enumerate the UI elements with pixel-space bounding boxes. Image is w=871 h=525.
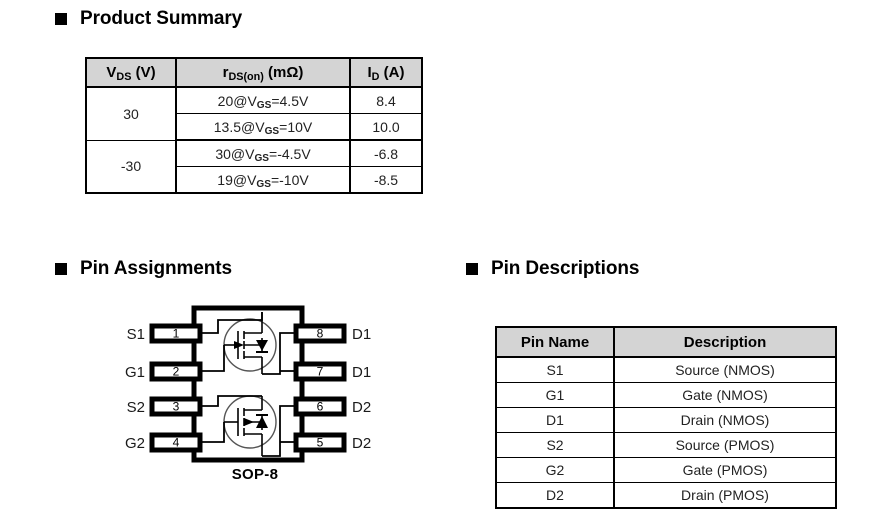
pin-number-8: 8 (317, 327, 324, 341)
cell-pin-name: S1 (495, 356, 615, 383)
page-title-product-summary: Product Summary (80, 8, 243, 29)
pin-label-d2-bottom: D2 (352, 435, 371, 452)
section-heading-pin-descriptions: Pin Descriptions (466, 258, 639, 280)
cell-description: Source (PMOS) (613, 432, 837, 458)
cell-rds-on: 13.5@VGS=10V (175, 113, 351, 141)
table-row: D2 Drain (PMOS) (495, 482, 837, 509)
cell-vds: 30 (85, 86, 177, 141)
pin-lead-3: 3 (149, 396, 203, 417)
pin-number-6: 6 (317, 400, 324, 414)
pin-lead-5: 5 (293, 432, 347, 453)
pin-lead-7: 7 (293, 361, 347, 382)
pin-label-d2-top: D2 (352, 399, 371, 416)
pin-number-4: 4 (173, 436, 180, 450)
table-row: 13.5@VGS=10V 10.0 (86, 113, 423, 141)
square-bullet-icon (466, 263, 478, 275)
cell-description: Gate (NMOS) (613, 382, 837, 408)
pin-number-7: 7 (317, 365, 324, 379)
pin-descriptions-table: Pin Name Description S1 Source (NMOS) G1… (495, 326, 837, 509)
cell-description: Drain (PMOS) (613, 482, 837, 509)
cell-id: -8.5 (349, 166, 423, 194)
square-bullet-icon (55, 13, 67, 25)
cell-rds-on: 30@VGS=-4.5V (175, 139, 351, 167)
cell-id: 8.4 (349, 86, 423, 114)
pin-lead-1: 1 (149, 323, 203, 344)
table-row: D1 Drain (NMOS) (495, 407, 837, 433)
package-name-label: SOP-8 (231, 466, 279, 483)
product-summary-table: VDS (V) rDS(on) (mΩ) ID (A) 30 20@VGS=4.… (85, 57, 423, 194)
pin-number-5: 5 (317, 436, 324, 450)
page-title-pin-assignments: Pin Assignments (80, 258, 232, 279)
cell-pin-name: G2 (495, 457, 615, 483)
cell-description: Gate (PMOS) (613, 457, 837, 483)
cell-id: 10.0 (349, 113, 423, 141)
pin-lead-2: 2 (149, 361, 203, 382)
cell-vds: -30 (85, 139, 177, 194)
page-title-pin-descriptions: Pin Descriptions (491, 258, 640, 279)
cell-pin-name: D1 (495, 407, 615, 433)
pin-label-s1: S1 (127, 326, 145, 343)
section-heading-product-summary: Product Summary (55, 8, 242, 30)
cell-description: Drain (NMOS) (613, 407, 837, 433)
table-row: G1 Gate (NMOS) (495, 382, 837, 408)
pin-label-s2: S2 (127, 399, 145, 416)
pmos-bond-wires (200, 395, 296, 457)
sop8-package-drawing: 1 S1 2 G1 3 S2 4 G2 8 D1 7 D1 (125, 305, 371, 463)
table-row: -30 30@VGS=-4.5V -6.8 (85, 139, 423, 194)
table-row: 30 20@VGS=4.5V 8.4 (85, 86, 423, 141)
table-row: 19@VGS=-10V -8.5 (86, 166, 423, 194)
pin-label-g2: G2 (125, 435, 145, 452)
pin-assignment-diagram: 1 S1 2 G1 3 S2 4 G2 8 D1 7 D1 (120, 300, 390, 495)
table-header-row: VDS (V) rDS(on) (mΩ) ID (A) (85, 57, 423, 88)
column-header-rds-on: rDS(on) (mΩ) (175, 57, 351, 88)
pin-label-g1: G1 (125, 364, 145, 381)
pin-number-3: 3 (173, 400, 180, 414)
column-header-id: ID (A) (349, 57, 423, 88)
package-body (191, 305, 305, 463)
pin-number-1: 1 (173, 327, 180, 341)
column-header-pin-name: Pin Name (495, 326, 615, 358)
column-header-description: Description (613, 326, 837, 358)
cell-pin-name: G1 (495, 382, 615, 408)
pin-lead-6: 6 (293, 396, 347, 417)
square-bullet-icon (55, 263, 67, 275)
cell-rds-on: 19@VGS=-10V (175, 166, 351, 194)
pin-label-d1-bottom: D1 (352, 364, 371, 381)
pin-lead-8: 8 (293, 323, 347, 344)
nmos-bond-wires (200, 312, 296, 375)
table-header-row: Pin Name Description (495, 326, 837, 358)
table-row: G2 Gate (PMOS) (495, 457, 837, 483)
cell-rds-on: 20@VGS=4.5V (175, 86, 351, 114)
column-header-vds: VDS (V) (85, 57, 177, 88)
table-row: S1 Source (NMOS) (495, 356, 837, 383)
cell-pin-name: D2 (495, 482, 615, 509)
cell-id: -6.8 (349, 139, 423, 167)
table-row: S2 Source (PMOS) (495, 432, 837, 458)
cell-pin-name: S2 (495, 432, 615, 458)
cell-description: Source (NMOS) (613, 356, 837, 383)
pin-label-d1-top: D1 (352, 326, 371, 343)
pin-number-2: 2 (173, 365, 180, 379)
section-heading-pin-assignments: Pin Assignments (55, 258, 232, 280)
pin-lead-4: 4 (149, 432, 203, 453)
